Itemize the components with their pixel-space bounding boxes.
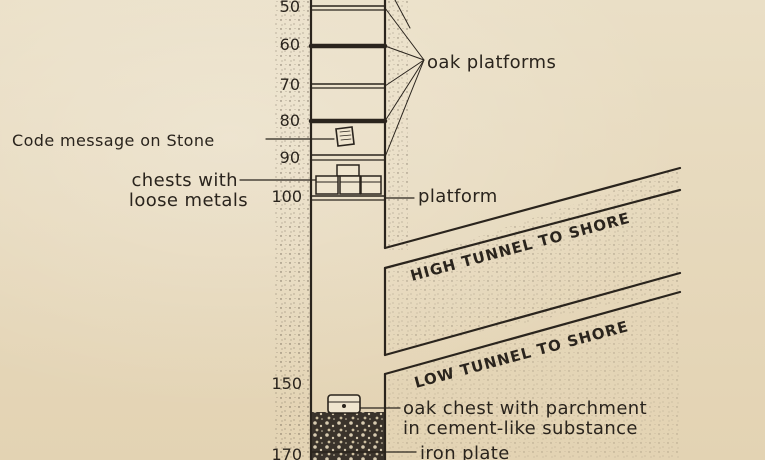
code-stone-icon xyxy=(335,126,355,147)
depth-label-50: 50 xyxy=(280,0,300,16)
platform-100 xyxy=(310,195,386,201)
depth-label-170: 170 xyxy=(271,445,302,460)
earth-stipple-left xyxy=(274,0,310,460)
oak-platforms-label: oak platforms xyxy=(427,52,556,73)
depth-label-100: 100 xyxy=(271,187,302,206)
earth-stipple-right-middle xyxy=(386,168,680,352)
depth-label-70: 70 xyxy=(280,75,300,94)
depth-label-60: 60 xyxy=(280,35,300,54)
high-tunnel xyxy=(383,166,682,270)
oak-platforms-leaders xyxy=(384,0,425,158)
platform-50 xyxy=(310,5,386,11)
chests-label-line1: chests with xyxy=(131,170,238,191)
depth-label-150: 150 xyxy=(271,374,302,393)
platform-70 xyxy=(310,83,386,89)
earth-stipple-right-upper xyxy=(386,0,408,250)
iron-plate-label: iron plate xyxy=(420,443,510,460)
chests-label-line2: loose metals xyxy=(129,190,248,211)
low-tunnel xyxy=(383,271,682,376)
platform-label: platform xyxy=(418,186,498,207)
oak-chest-icon xyxy=(327,394,361,414)
depth-label-80: 80 xyxy=(280,111,300,130)
platform-90 xyxy=(310,154,386,161)
earth-stipple-right-lower xyxy=(386,290,680,460)
depth-label-90: 90 xyxy=(280,148,300,167)
oak-chest-label-line2: in cement-like substance xyxy=(403,418,638,439)
oak-chest-label-line1: oak chest with parchment xyxy=(403,398,647,419)
code-message-label: Code message on Stone xyxy=(12,131,215,150)
chests-icon xyxy=(315,164,382,195)
